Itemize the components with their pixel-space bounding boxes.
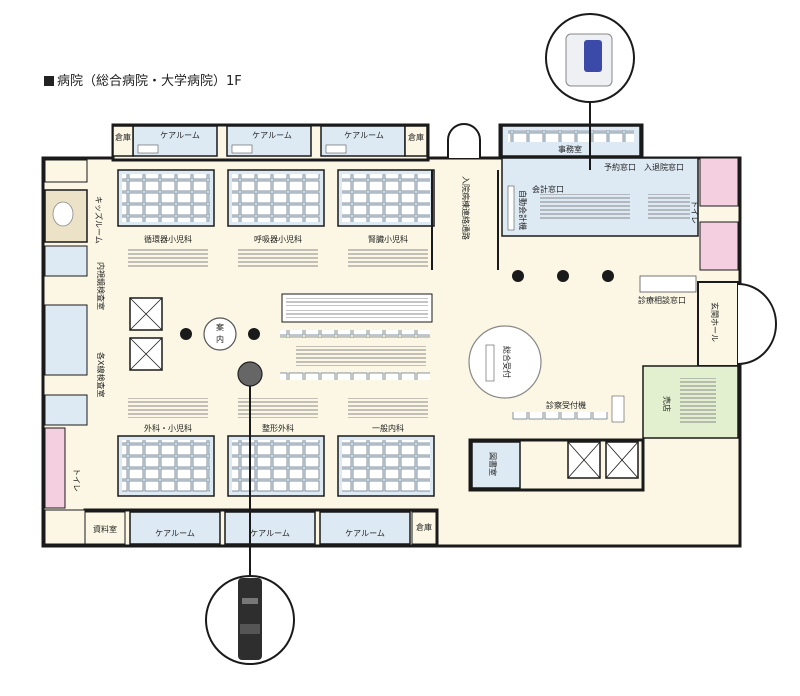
- top-care-rooms: [112, 125, 428, 157]
- title-text: 病院（総合病院・大学病院）1F: [57, 74, 242, 89]
- appointment-window-label: 予約窓口: [604, 162, 636, 172]
- inpatient-corridor: [431, 123, 499, 270]
- shop-label: 売店: [662, 396, 672, 412]
- camera-callout: [205, 386, 295, 665]
- general-reception-label: 総合受付: [502, 346, 512, 378]
- orthopedics-label: 整形外科: [262, 423, 294, 433]
- pillar: [180, 328, 192, 340]
- storage-bottom-label: 倉庫: [416, 522, 432, 532]
- sensor-callout: [545, 13, 635, 170]
- consultation-counter: [639, 275, 697, 293]
- endoscopy-room-label: 内視鏡検査室: [96, 262, 106, 310]
- pillar: [557, 270, 569, 282]
- escalator: [281, 293, 433, 323]
- office-area: [501, 125, 699, 237]
- top-exam-rooms: [117, 169, 435, 268]
- auto-payment-machine-label: 自動会計機: [518, 190, 528, 230]
- respiratory-pediatrics-label: 呼吸器小児科: [254, 234, 302, 244]
- consultation-window-label: 診療相談窓口: [638, 295, 686, 305]
- cashier-window-label: 会計窓口: [532, 184, 564, 194]
- pillar: [602, 270, 614, 282]
- title-square-icon: [44, 76, 54, 86]
- information-desk: [203, 317, 237, 351]
- inpatient-corridor-label: 入院病棟連絡通路: [461, 176, 471, 240]
- waiting-benches: [280, 330, 430, 380]
- bottom-exam-rooms: [117, 398, 435, 497]
- elevators-left: [129, 297, 163, 371]
- care-room-bottom-1-label: ケアルーム: [155, 529, 195, 538]
- bottom-care-rooms: [84, 511, 437, 545]
- information-label-2: 内: [216, 334, 224, 344]
- pillar: [512, 270, 524, 282]
- library-area: [471, 441, 639, 489]
- care-room-top-2-label: ケアルーム: [252, 131, 292, 140]
- internal-medicine-label: 一般内科: [372, 423, 404, 433]
- left-wing: [44, 159, 88, 545]
- clinic-reception-machine-label: 診察受付機: [546, 400, 586, 410]
- shop-area: [642, 365, 739, 439]
- entrance-hall: [697, 281, 777, 367]
- records-room-label: 資料室: [93, 524, 117, 534]
- care-room-bottom-3-label: ケアルーム: [345, 529, 385, 538]
- kids-room-label: キッズルーム: [94, 196, 104, 244]
- information-label-1: 案: [216, 322, 224, 332]
- storage-top-left-label: 倉庫: [115, 132, 131, 142]
- care-room-bottom-2-label: ケアルーム: [250, 529, 290, 538]
- office-label: 事務室: [558, 144, 582, 154]
- care-room-top-1-label: ケアルーム: [160, 131, 200, 140]
- admission-window-label: 入退院窓口: [644, 162, 684, 172]
- entrance-hall-label: 玄関ホール: [710, 302, 720, 342]
- toilet-left-label: トイレ: [72, 468, 81, 492]
- kidney-pediatrics-label: 腎臓小児科: [368, 234, 408, 244]
- circulatory-pediatrics-label: 循環器小児科: [144, 234, 192, 244]
- pillar: [248, 328, 260, 340]
- library-label: 図書室: [488, 452, 498, 476]
- floor-plan-title: 病院（総合病院・大学病院）1F: [44, 70, 242, 89]
- sensor-device-icon: [584, 40, 602, 72]
- surgery-pediatrics-label: 外科・小児科: [144, 423, 192, 433]
- care-room-top-3-label: ケアルーム: [344, 131, 384, 140]
- right-toilets: [699, 157, 739, 271]
- storage-top-right-label: 倉庫: [408, 132, 424, 142]
- general-reception-area: [468, 325, 625, 423]
- toilet-right-label: トイレ: [690, 200, 699, 224]
- xray-room-label: 各X線検査室: [96, 352, 106, 397]
- ceiling-camera-icon: [237, 361, 263, 387]
